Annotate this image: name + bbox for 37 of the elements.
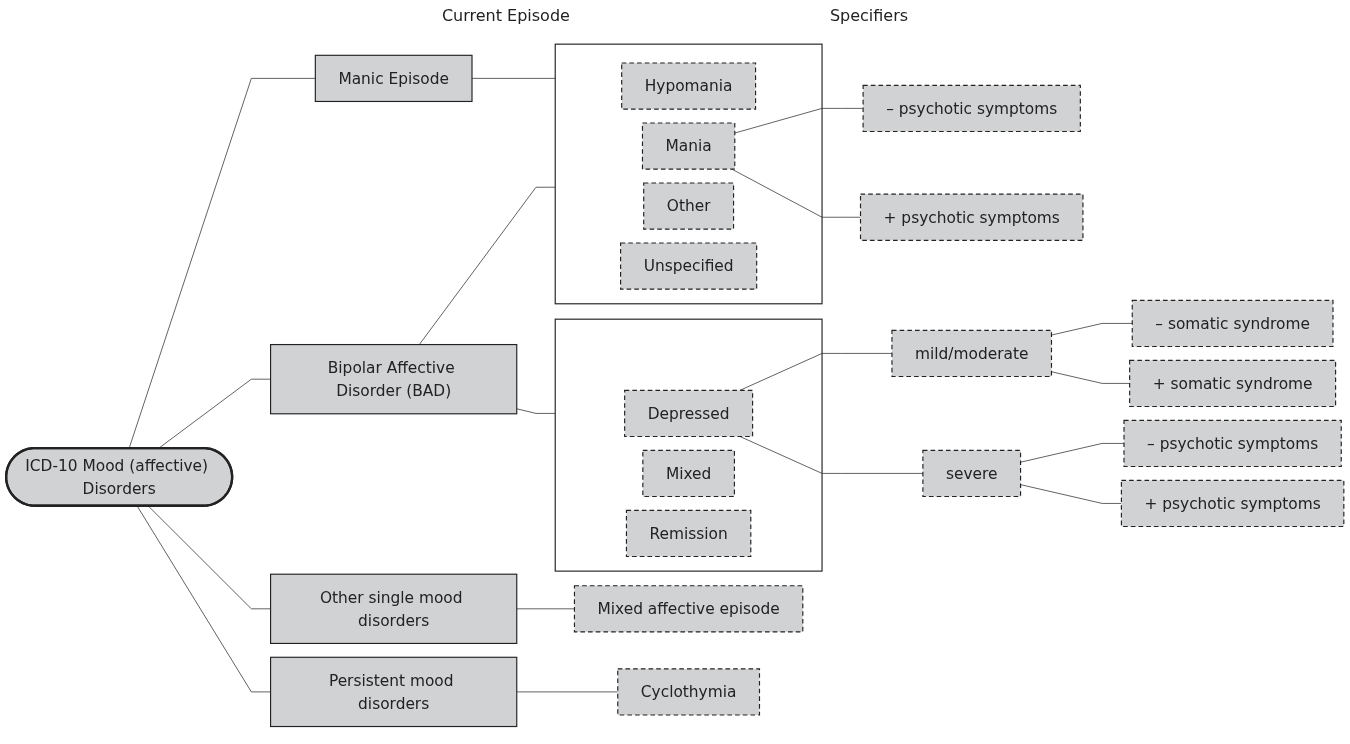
node-box: Mixed bbox=[642, 449, 735, 498]
node-box: Other bbox=[643, 182, 735, 230]
node-box: Depressed bbox=[624, 389, 754, 438]
connector bbox=[148, 505, 271, 610]
connector bbox=[1051, 323, 1133, 336]
node-box: severe bbox=[922, 449, 1022, 498]
node-box: Manic Episode bbox=[314, 54, 473, 103]
connector bbox=[516, 408, 556, 414]
connector bbox=[1020, 443, 1125, 463]
node-box: + somatic syndrome bbox=[1129, 359, 1337, 408]
node-box: Cyclothymia bbox=[617, 668, 761, 716]
connector bbox=[128, 78, 316, 449]
cluster bbox=[554, 43, 823, 305]
connector bbox=[136, 505, 271, 693]
node-box: – psychotic symptoms bbox=[1123, 419, 1342, 468]
bracket-heading: Current Episode bbox=[441, 6, 570, 25]
node-box: Unspecified bbox=[620, 242, 758, 290]
node-box: Remission bbox=[625, 509, 752, 558]
node-box: Other single mood disorders bbox=[270, 573, 518, 645]
connector bbox=[516, 608, 575, 610]
node-box: + psychotic symptoms bbox=[859, 193, 1084, 242]
connector bbox=[1020, 484, 1122, 504]
node-box: Hypomania bbox=[621, 62, 757, 110]
bracket-heading: Specifiers bbox=[829, 6, 909, 25]
node-box: Mixed affective episode bbox=[573, 585, 804, 633]
connector bbox=[734, 108, 864, 134]
node-box: mild/moderate bbox=[891, 329, 1053, 378]
connector bbox=[731, 168, 861, 218]
node-box: Bipolar Affective Disorder (BAD) bbox=[270, 344, 518, 415]
connector bbox=[158, 378, 271, 449]
node-box: – somatic syndrome bbox=[1131, 299, 1334, 348]
node-box: Mania bbox=[641, 122, 736, 170]
node-box: – psychotic symptoms bbox=[862, 84, 1081, 133]
node-box: Persistent mood disorders bbox=[270, 656, 518, 728]
cluster bbox=[554, 318, 823, 572]
node-box: + psychotic symptoms bbox=[1120, 479, 1345, 528]
connector bbox=[418, 187, 556, 346]
